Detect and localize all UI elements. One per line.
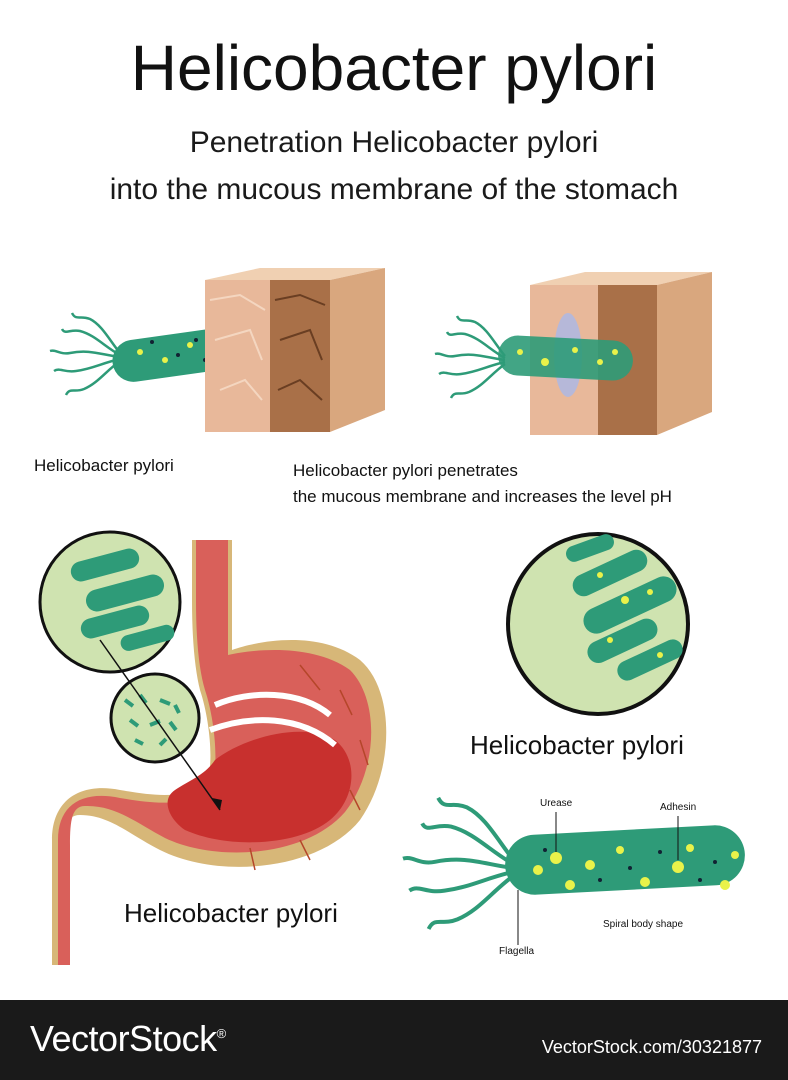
caption-stomach: Helicobacter pylori [124,898,338,928]
caption-magnified: Helicobacter pylori [470,730,684,760]
page-title: Helicobacter pylori [130,32,658,104]
magnified-circle-right [506,532,690,716]
bacterium-detailed [403,798,745,945]
label-urease: Urease [540,798,573,809]
subtitle-line-1: Penetration Helicobacter pylori [189,126,599,159]
tissue-cube-left [205,268,385,432]
label-spiral-body-shape: Spiral body shape [603,919,684,930]
brand-name: VectorStock [30,1018,217,1059]
brand-logo: VectorStock® [30,1018,226,1060]
watermark-footer: VectorStock® VectorStock.com/30321877 [0,1000,788,1080]
stomach-illustration [52,540,387,965]
caption-penetrates-line-1: Helicobacter pylori penetrates [293,461,518,480]
caption-penetrates-line-2: the mucous membrane and increases the le… [293,487,672,506]
illustration-canvas [38,268,745,965]
subtitle-line-2: into the mucous membrane of the stomach [109,173,679,206]
magnified-circle-stomach [38,530,222,811]
label-flagella: Flagella [499,946,535,957]
brand-url: VectorStock.com/30321877 [541,1037,762,1057]
registered-mark: ® [216,1026,227,1041]
label-adhesin: Adhesin [660,802,697,813]
bacterium-top-right [433,314,633,400]
caption-bacterium: Helicobacter pylori [34,456,174,475]
